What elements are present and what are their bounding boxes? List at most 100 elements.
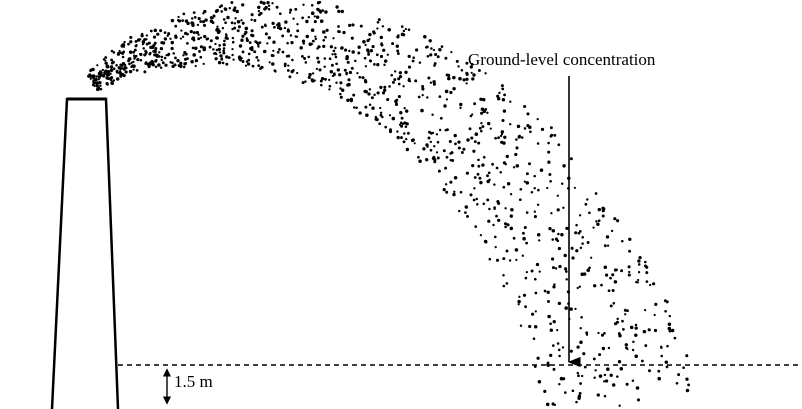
plume-dot — [169, 37, 172, 40]
plume-dot — [530, 191, 534, 194]
plume-dot — [500, 140, 504, 144]
plume-dot — [549, 328, 553, 332]
plume-dot — [388, 114, 392, 117]
plume-dot — [682, 366, 685, 369]
plume-dot — [472, 149, 476, 153]
plume-dot — [685, 388, 690, 393]
plume-dot — [397, 77, 401, 81]
plume-dot — [192, 53, 196, 57]
plume-dot — [99, 73, 103, 77]
plume-dot — [575, 223, 578, 227]
plume-dot — [319, 11, 322, 14]
plume-dot — [609, 373, 613, 377]
plume-dot — [157, 63, 161, 67]
plume-dot — [554, 237, 558, 241]
plume-dot — [657, 376, 661, 381]
plume-dot — [398, 123, 402, 126]
plume-dot — [634, 333, 638, 337]
plume-dot — [314, 35, 317, 38]
plume-dot — [260, 25, 264, 29]
plume-dot — [569, 157, 573, 161]
plume-dot — [301, 81, 305, 85]
plume-dot — [335, 81, 338, 84]
plume-dot — [145, 42, 149, 46]
plume-dot — [317, 60, 321, 64]
plume-dot — [396, 130, 399, 133]
plume-dot — [445, 128, 449, 132]
plume-dot — [520, 136, 524, 139]
plume-dot — [294, 35, 297, 38]
plume-dot — [495, 214, 498, 218]
plume-dot — [561, 346, 565, 349]
plume-dot — [310, 3, 314, 7]
plume-dot — [574, 231, 578, 235]
plume-dot — [466, 138, 470, 142]
plume-dot — [118, 71, 122, 75]
plume-dot — [237, 25, 241, 29]
plume-dot — [673, 336, 677, 340]
plume-dot — [379, 54, 384, 59]
plume-dot — [433, 64, 436, 67]
plume-dot — [211, 21, 215, 25]
plume-dot — [232, 8, 236, 12]
plume-dot — [117, 66, 121, 70]
plume-dot — [579, 246, 583, 250]
plume-dot — [399, 111, 403, 115]
plume-dot — [488, 207, 491, 211]
plume-dot — [374, 115, 378, 119]
plume-dot — [159, 46, 164, 51]
plume-dot — [453, 133, 457, 138]
plume-dot — [503, 135, 507, 139]
plume-dot — [579, 340, 583, 345]
plume-dot — [151, 63, 155, 67]
plume-dot — [194, 46, 198, 50]
plume-dot — [560, 182, 564, 186]
plume-dot — [445, 155, 449, 159]
plume-dot — [153, 53, 157, 57]
plume-dot — [334, 55, 338, 59]
plume-dot — [442, 187, 446, 192]
plume-dot — [281, 50, 285, 54]
plume-dot — [267, 8, 271, 11]
plume-dot — [509, 226, 514, 231]
plume-dot — [325, 28, 329, 32]
plume-dot — [322, 44, 326, 49]
plume-dot — [534, 310, 537, 313]
plume-dot — [521, 231, 525, 235]
plume-dot — [675, 381, 679, 385]
plume-dot — [495, 258, 500, 262]
plume-dot — [110, 49, 114, 53]
plume-dot — [101, 74, 106, 78]
plume-dot — [584, 202, 588, 206]
plume-dot — [324, 35, 327, 39]
plume-dot — [230, 1, 234, 4]
plume-dot — [218, 44, 221, 47]
plume-dot — [624, 313, 627, 316]
plume-dot — [240, 56, 243, 60]
plume-dot — [407, 28, 411, 31]
plume-dot — [481, 125, 485, 129]
plume-dot — [135, 69, 139, 72]
plume-dot — [241, 34, 245, 38]
plume-dot — [186, 42, 189, 45]
plume-dot — [232, 58, 235, 61]
plume-dot — [677, 373, 681, 377]
plume-dot — [621, 239, 624, 243]
plume-dot — [536, 356, 540, 360]
plume-dot — [603, 394, 607, 398]
plume-dot — [381, 25, 385, 28]
plume-dot — [192, 31, 196, 35]
plume-dot — [154, 59, 158, 63]
plume-dot — [627, 273, 631, 277]
plume-dot — [356, 71, 359, 75]
plume-dot — [459, 102, 463, 107]
plume-dot — [549, 322, 552, 326]
plume-dot — [596, 393, 600, 397]
plume-dot — [328, 78, 331, 82]
plume-dot — [427, 136, 431, 140]
plume-dot — [557, 232, 560, 236]
plume-dot — [613, 217, 617, 221]
plume-dot — [438, 128, 442, 132]
plume-dot — [228, 6, 232, 10]
plume-dot — [257, 64, 261, 67]
